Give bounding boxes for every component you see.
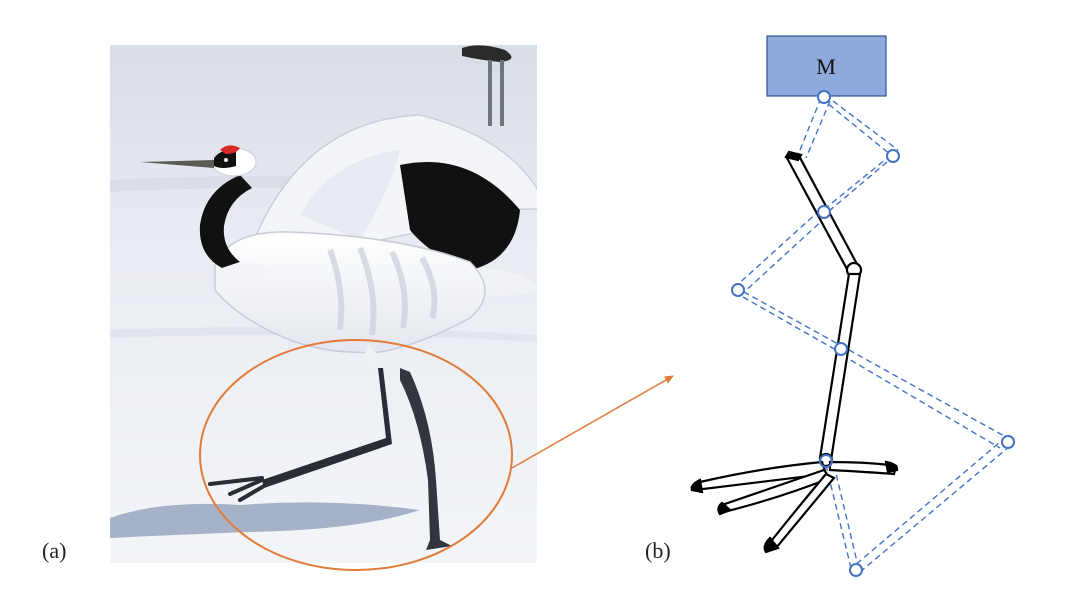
leg-bones	[690, 150, 899, 554]
joint-tibia	[834, 342, 848, 356]
crane-photo	[110, 45, 537, 563]
panel-b-label: (b)	[645, 538, 671, 563]
mass-label: M	[816, 54, 836, 79]
dashed-linkage	[734, 97, 1011, 573]
joint-top	[817, 90, 831, 104]
callout-arrow	[511, 375, 674, 469]
joint-left	[731, 283, 745, 297]
joint-right	[1001, 435, 1015, 449]
panel-a-label: (a)	[42, 538, 66, 563]
joint-bottom	[849, 563, 863, 577]
joint-upper-right	[886, 149, 900, 163]
callout-ellipse	[199, 339, 513, 571]
joint-femur	[817, 205, 831, 219]
joint-ankle	[819, 454, 833, 468]
linkage-joints	[731, 90, 1015, 577]
